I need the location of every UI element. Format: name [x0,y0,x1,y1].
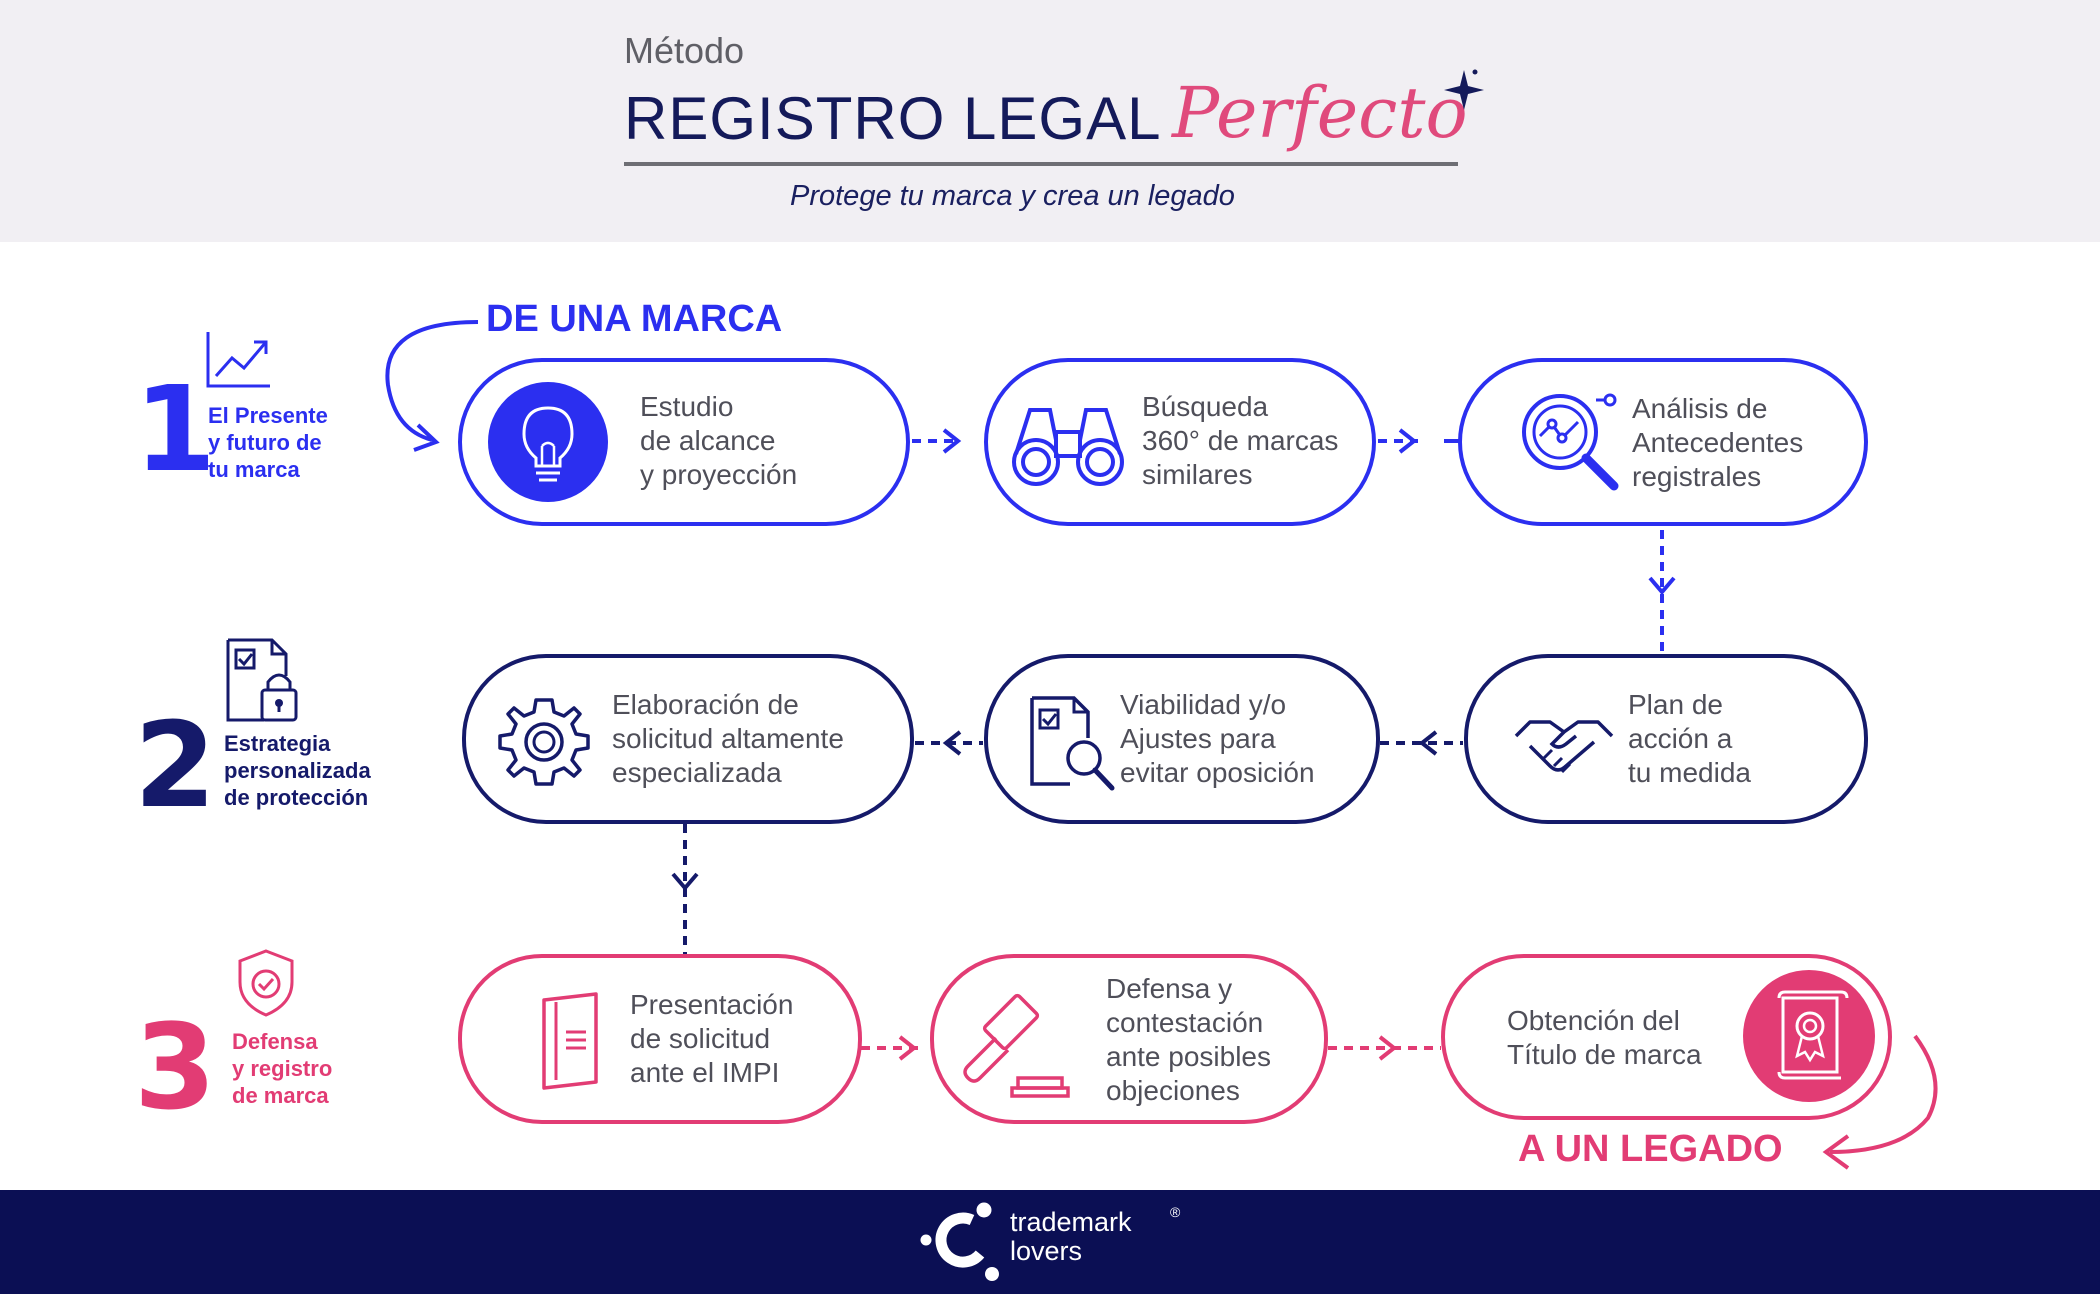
step-elaboracion-solicitud: Elaboración de solicitud altamente espec… [462,654,914,824]
step-presentacion-solicitud: Presentación de solicitud ante el IMPI [458,954,862,1124]
footer-brand: trademark lovers [1010,1207,1132,1266]
step-estudio-alcance: Estudio de alcance y proyección [458,358,910,526]
step-label: Obtención del Título de marca [1507,1005,1702,1070]
trend-chart-icon [206,332,270,388]
open-book-icon [542,992,598,1090]
step-busqueda-360: Búsqueda 360° de marcas similares [984,358,1376,526]
step-label: Elaboración de solicitud altamente espec… [612,689,844,788]
stage-number: 1 [134,360,217,498]
stage-number: 3 [134,998,217,1136]
sparkle-icon [1444,69,1484,110]
document-lock-icon [226,638,298,722]
callout-bottom: A UN LEGADO [1518,1128,1783,1170]
document-search-icon [1030,696,1115,791]
footer: trademark lovers ® [0,1190,2100,1294]
step-label: Análisis de Antecedentes registrales [1632,393,1804,492]
callout-top: DE UNA MARCA [486,298,783,340]
step-viabilidad-ajustes: Viabilidad y/o Ajustes para evitar oposi… [984,654,1380,824]
header: Método REGISTRO LEGAL Perfecto Protege t… [0,0,2100,242]
shield-check-icon [238,949,294,1017]
stage-label: Estrategia personalizada de protección [224,731,371,810]
stage-label: Defensa y registro de marca [232,1029,333,1108]
stage-number: 2 [134,696,217,834]
step-label: Búsqueda 360° de marcas similares [1142,391,1339,490]
step-defensa-contestacion: Defensa y contestación ante posibles obj… [930,954,1328,1124]
registered-mark: ® [1170,1204,1181,1220]
gear-icon [498,698,590,786]
lightbulb-icon [488,382,608,502]
step-analisis-antecedentes: Análisis de Antecedentes registrales [1458,358,1868,526]
magnifier-chart-icon [1522,393,1619,491]
trademark-lovers-logo-icon [920,1202,999,1281]
step-label: Defensa y contestación ante posibles obj… [1106,973,1272,1106]
step-label: Plan de acción a tu medida [1628,689,1751,788]
binoculars-icon [1012,408,1124,486]
gavel-icon [963,993,1070,1098]
step-label: Viabilidad y/o Ajustes para evitar oposi… [1120,689,1315,788]
certificate-icon [1743,970,1875,1102]
step-label: Presentación de solicitud ante el IMPI [630,989,794,1088]
header-title: REGISTRO LEGAL [624,85,1162,152]
header-tagline: Protege tu marca y crea un legado [790,180,1235,212]
header-divider [624,162,1458,166]
stage-label: El Presente y futuro de tu marca [208,403,328,482]
handshake-icon [1514,720,1614,774]
header-subtitle: Método [624,30,745,71]
step-obtencion-titulo: Obtención del Título de marca [1441,954,1892,1120]
step-plan-accion: Plan de acción a tu medida [1464,654,1868,824]
header-title-script: Perfecto [1172,72,1468,154]
step-label: Estudio de alcance y proyección [640,391,798,490]
